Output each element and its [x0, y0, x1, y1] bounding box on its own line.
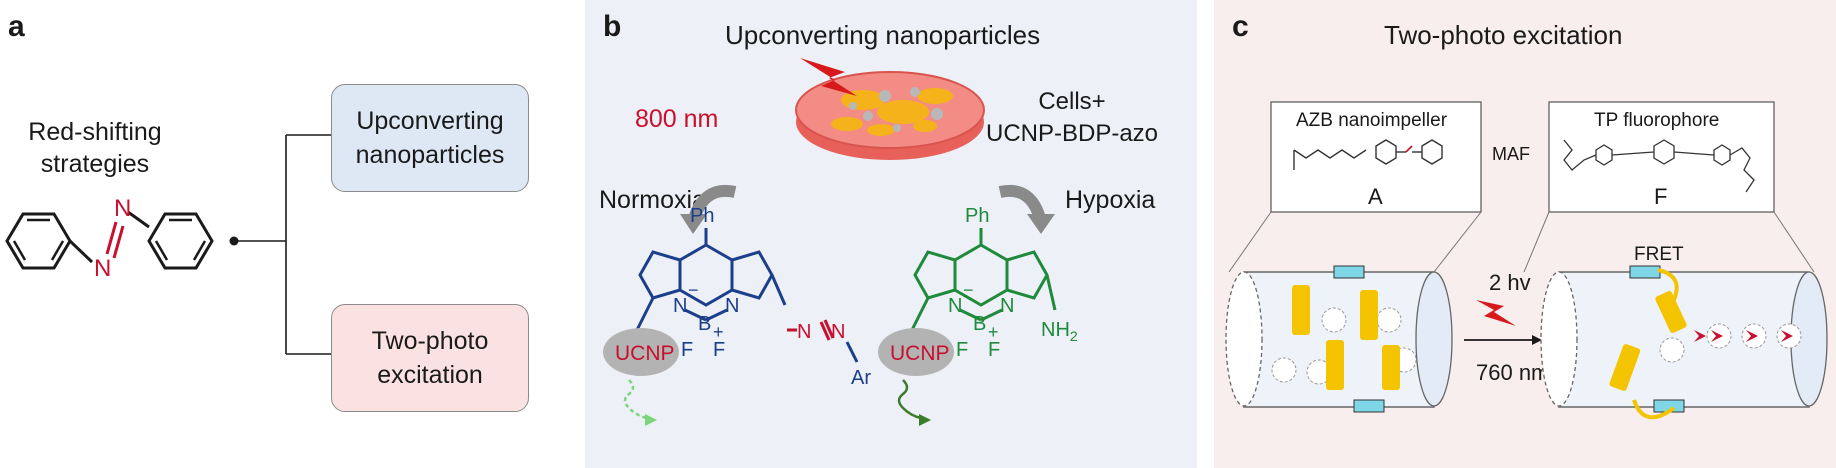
ucnp-box-line1: Upconverting [356, 107, 504, 135]
inset-f-box [1548, 101, 1775, 213]
plus-charge-blue: + [713, 322, 724, 342]
panel-label-c: c [1232, 10, 1249, 43]
azobenzene-structure: N N [5, 134, 331, 355]
normoxia-label: Normoxia [599, 186, 706, 214]
inset-f-letter: F [1654, 184, 1667, 209]
cells-label-line2: UCNP-BDP-azo [985, 120, 1159, 147]
phenyl-ring-left [5, 212, 72, 270]
hypoxia-label: Hypoxia [1065, 186, 1156, 214]
inset-a-title: AZB nanoimpeller [1296, 110, 1448, 131]
panel-b: b Upconverting nanoparticles 800 nm Cell… [585, 0, 1197, 468]
tp-box-line2: excitation [377, 361, 483, 389]
two-photon-strategy-box: Two-photo excitation [331, 304, 529, 412]
atom-n-left-green: N [948, 295, 962, 317]
ucnp-panel-title: Upconverting nanoparticles [725, 20, 1041, 50]
zoom-lines [1228, 211, 1815, 273]
phenyl-ring-right [147, 212, 214, 270]
atom-f1-green: F [956, 339, 968, 361]
strategies-title: Red-shifting strategies [20, 116, 170, 180]
minus-charge-green: − [963, 280, 974, 300]
nanochannel-right [1540, 265, 1828, 420]
atom-b-green: B [973, 313, 986, 335]
bodipy-azo-structure [635, 228, 787, 331]
azo-group-red [787, 319, 835, 341]
panel-c-graphics: AZB nanoimpeller A MAF TP fluorophore F [1225, 101, 1828, 420]
atom-f2-green: F [988, 339, 1000, 361]
amine-label: NH2 [1041, 319, 1078, 344]
minus-charge-blue: − [688, 280, 699, 300]
atom-f1-blue: F [681, 339, 693, 361]
azb-structure-drawing [1293, 139, 1443, 170]
maf-label: MAF [1492, 144, 1530, 164]
photon-count-label: 2 hv [1489, 270, 1531, 295]
emission-wave-weak [623, 379, 648, 420]
atom-n-right-green: N [1000, 295, 1014, 317]
fret-label: FRET [1634, 244, 1684, 265]
panel-a: a Red-shifting strategies N N [0, 0, 585, 468]
panel-label-a: a [8, 10, 25, 43]
aryl-label: Ar [851, 367, 871, 389]
atom-n-left-blue: N [673, 295, 687, 317]
excitation-wavelength: 760 nm [1476, 360, 1549, 385]
phenyl-label-green: Ph [965, 205, 989, 227]
panel-c: c Two-photo excitation AZB nanoimpeller … [1214, 0, 1836, 468]
cells-label-line1: Cells+ [1038, 88, 1106, 115]
atom-f2-blue: F [713, 339, 725, 361]
phenyl-label-blue: Ph [690, 205, 714, 227]
cells-label: Cells+ UCNP-BDP-azo [977, 86, 1167, 150]
azo-n2-red: N [831, 321, 845, 343]
emission-wave-strong [897, 379, 922, 420]
inset-a-letter: A [1368, 184, 1383, 209]
atom-b-blue: B [698, 313, 711, 335]
ucnp-particle-right [878, 328, 954, 376]
ucnp-particle-left [603, 328, 679, 376]
ucnp-label-right: UCNP [890, 342, 950, 365]
bodipy-amine-structure [910, 228, 1057, 331]
strategies-title-line1: Red-shifting [28, 118, 162, 146]
nanochannel-left [1225, 265, 1453, 413]
tp-box-line1: Two-photo [371, 327, 489, 355]
wavelength-label: 800 nm [635, 105, 719, 133]
ucnp-box-line2: nanoparticles [355, 141, 505, 169]
atom-n-right-blue: N [725, 295, 739, 317]
azo-nitrogen-2: N [114, 195, 131, 222]
light-bolt-icon-c [1476, 300, 1516, 326]
panel-label-b: b [603, 10, 622, 43]
inset-f-title: TP fluorophore [1594, 110, 1719, 131]
azo-n1-red: N [797, 321, 811, 343]
cargo-release-chevrons [1694, 330, 1793, 342]
tp-panel-title: Two-photo excitation [1384, 20, 1623, 50]
ucnp-strategy-box: Upconverting nanoparticles [331, 84, 529, 192]
plus-charge-green: + [988, 322, 999, 342]
panel-b-graphics: Ph N N B F F − + N N Ar UCNP [603, 58, 1078, 426]
ucnp-label-left: UCNP [615, 342, 675, 365]
azo-nitrogen-1: N [94, 255, 111, 282]
strategy-tree-connector [229, 134, 331, 355]
tp-fluorophore-drawing [1563, 139, 1755, 193]
strategies-title-line2: strategies [40, 150, 150, 178]
